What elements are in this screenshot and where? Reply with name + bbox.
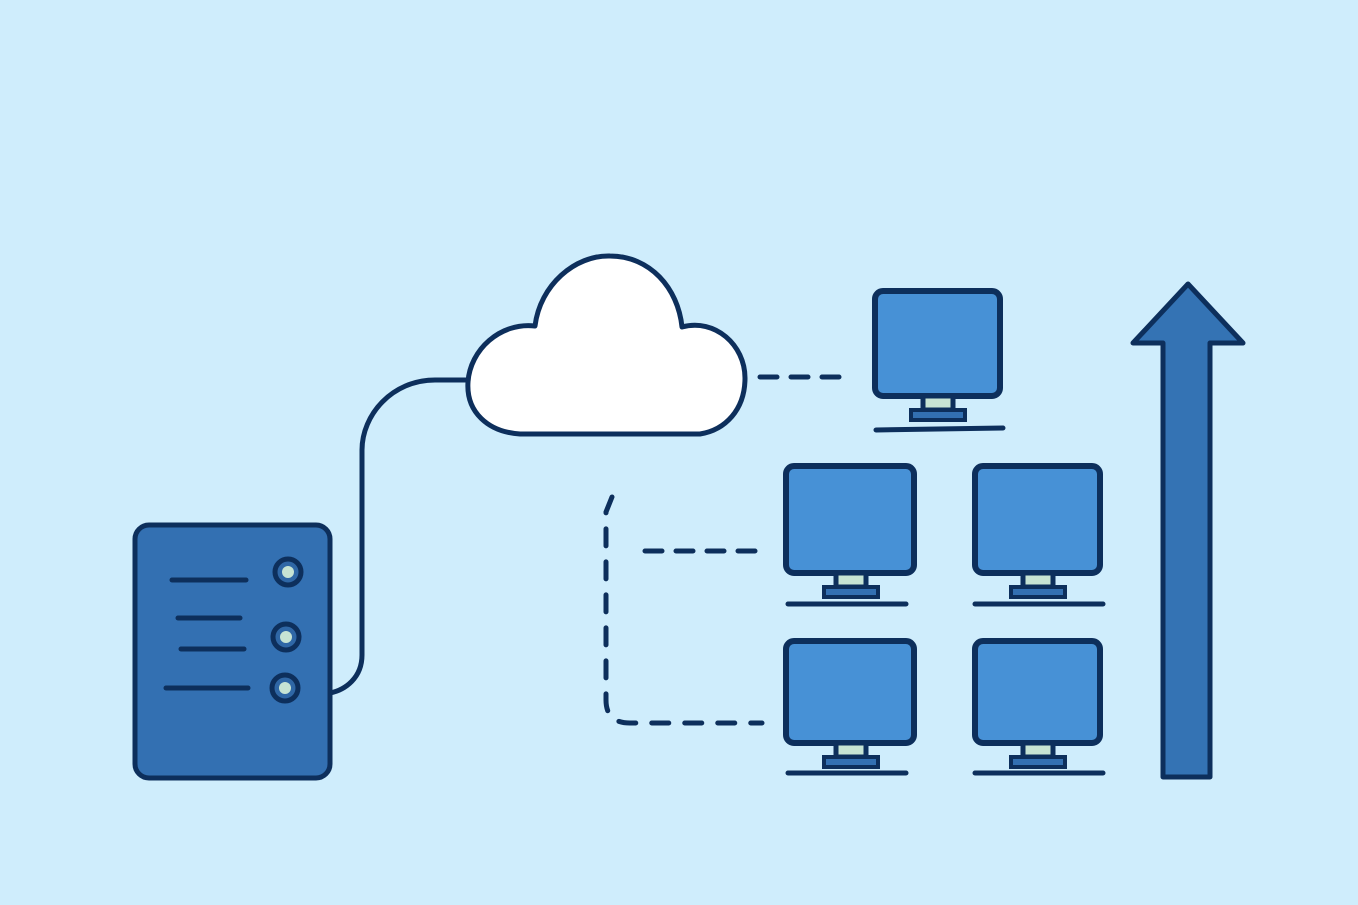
monitor-screen (872, 288, 1003, 399)
monitor-screen (783, 638, 917, 746)
monitor-icon (872, 288, 1006, 433)
monitor-base (909, 408, 967, 422)
monitor-icon (972, 638, 1106, 776)
up-arrow-icon (1130, 281, 1246, 780)
monitor-icon (783, 638, 917, 776)
monitor-base (822, 755, 880, 769)
monitor-neck (833, 570, 869, 590)
monitor-grid-dashed-bracket (603, 494, 765, 726)
monitor-screen (783, 463, 917, 576)
server-led-core (280, 631, 292, 643)
server-icon (132, 522, 333, 781)
monitor-neck (1020, 570, 1056, 590)
monitor-neck (833, 740, 869, 760)
server-led-core (279, 682, 291, 694)
monitor-base (1009, 755, 1067, 769)
server-led-core (282, 566, 294, 578)
cloud-icon (465, 253, 748, 437)
monitor-icon (783, 463, 917, 607)
monitor-screen (972, 463, 1103, 576)
monitor-stand-line (873, 425, 1006, 433)
server-cloud-connector (327, 377, 473, 696)
monitor-icon (972, 463, 1106, 607)
monitor-base (1009, 585, 1067, 599)
monitor-neck (1020, 740, 1056, 760)
monitor-screen (972, 638, 1103, 746)
monitor-neck (920, 393, 956, 413)
monitor-base (822, 585, 880, 599)
